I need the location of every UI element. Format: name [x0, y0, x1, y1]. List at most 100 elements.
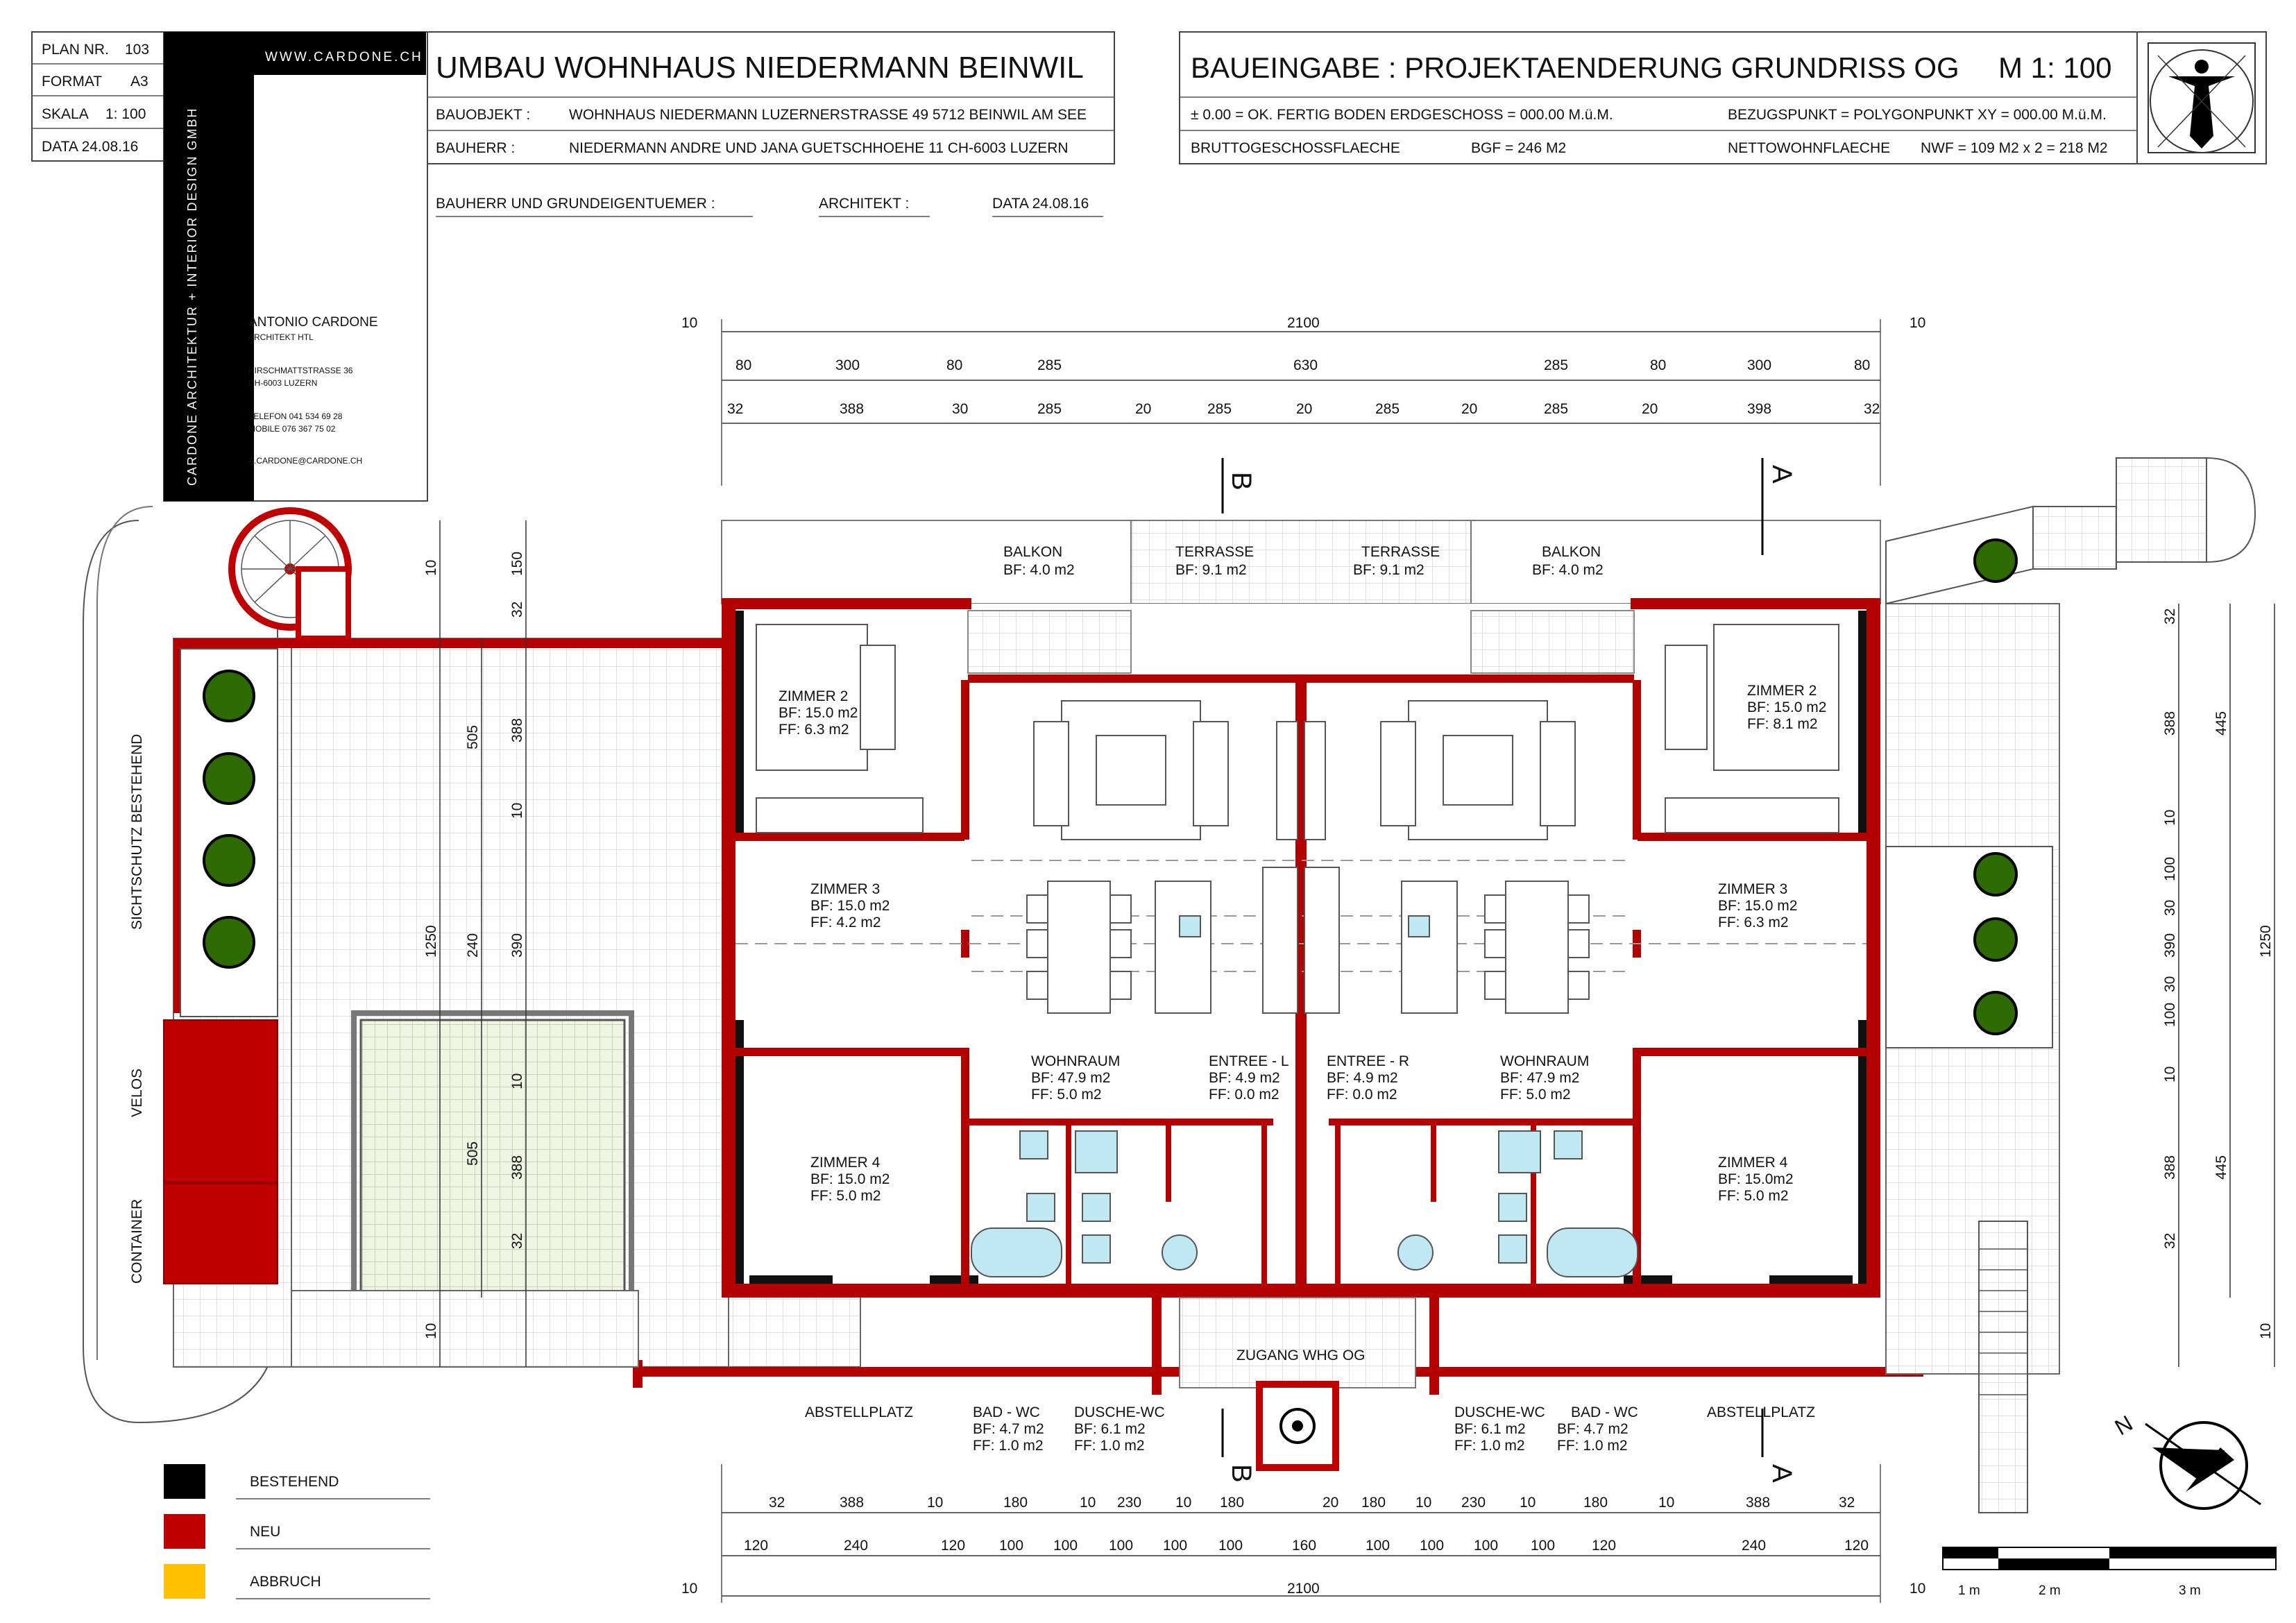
dim-bot-7: 10 [1175, 1495, 1191, 1511]
firm-block: WWW.CARDONE.CH CARDONE ARCHITEKTUR + INT… [163, 31, 428, 502]
room-zimmer2-r-bf: BF: 15.0 m2 [1747, 699, 1826, 715]
dim-left-4: 10 [509, 803, 525, 819]
section-a-bottom: A [1767, 1464, 1797, 1483]
project-block: UMBAU WOHNHAUS NIEDERMANN BEINWIL BAUOBJ… [427, 31, 1115, 217]
room-entree-r: ENTREE - R [1327, 1053, 1409, 1069]
dim-top-5: 630 [1293, 357, 1318, 373]
dim-right2-3: 445 [2213, 1155, 2229, 1180]
dim-top-6: 285 [1544, 357, 1568, 373]
firm-url[interactable]: WWW.CARDONE.CH [265, 50, 423, 65]
dim-top-7: 80 [1650, 357, 1666, 373]
dim-right-5: 30 [2162, 900, 2178, 916]
room-wohnraum-r-ff: FF: 5.0 m2 [1500, 1087, 1571, 1103]
firm-city: CH-6003 LUZERN [248, 378, 317, 388]
room-zimmer2-l-ff: FF: 6.3 m2 [779, 722, 849, 738]
firm-street: HIRSCHMATTSTRASSE 36 [248, 366, 353, 375]
room-zimmer2-l-bf: BF: 15.0 m2 [779, 705, 858, 721]
room-zimmer2-r-ff: FF: 8.1 m2 [1747, 716, 1818, 732]
dim-left-5: 390 [509, 933, 525, 958]
bauherr-value: NIEDERMANN ANDRE UND JANA GUETSCHHOEHE 1… [569, 140, 1069, 156]
room-wohnraum-l: WOHNRAUM [1031, 1053, 1120, 1069]
room-bad-l-ff: FF: 1.0 m2 [973, 1438, 1044, 1454]
room-abstellplatz-r: ABSTELLPLATZ [1707, 1404, 1815, 1420]
dim-right-9: 10 [2162, 1067, 2178, 1082]
dim-bot-total-r: 10 [1910, 1581, 1925, 1597]
green-tiled-area [359, 1019, 626, 1299]
firm-title: ARCHITEKT HTL [248, 332, 314, 342]
dim-left-extra-2: 505 [465, 725, 481, 749]
room-zimmer4-l-bf: BF: 15.0 m2 [810, 1171, 890, 1187]
label-container: CONTAINER [129, 1199, 145, 1284]
firm-email[interactable]: A.CARDONE@CARDONE.CH [248, 456, 362, 466]
dim-top-1: 80 [735, 357, 751, 373]
sign-date: DATA 24.08.16 [992, 196, 1089, 212]
firm-phone: TELEFON 041 534 69 28 [248, 411, 343, 421]
level-reference: ± 0.00 = OK. FERTIG BODEN ERDGESCHOSS = … [1191, 107, 1613, 123]
dim-bot2-10: 100 [1366, 1538, 1390, 1554]
legend-abbruch: ABBRUCH [250, 1574, 321, 1590]
dim-left-extra-4: 505 [465, 1141, 481, 1166]
room-zimmer3-r-ff: FF: 6.3 m2 [1718, 915, 1789, 931]
bgf-label: BRUTTOGESCHOSSFLAECHE [1191, 140, 1400, 156]
room-wohnraum-l-ff: FF: 5.0 m2 [1031, 1087, 1102, 1103]
dim-right-1: 32 [2162, 609, 2178, 624]
dim-top2-8: 285 [1375, 401, 1400, 417]
dim-bot-16: 388 [1746, 1495, 1770, 1511]
room-bad-l-bf: BF: 4.7 m2 [973, 1421, 1044, 1437]
bauobjekt-label: BAUOBJEKT : [436, 107, 530, 123]
room-zimmer2-l: ZIMMER 2 [779, 688, 848, 704]
dim-bot-total: 2100 [1287, 1581, 1320, 1597]
legend-swatch-bestehend [164, 1464, 205, 1499]
dim-left-extra-1: 150 [509, 552, 525, 576]
room-zimmer3-l-bf: BF: 15.0 m2 [810, 898, 890, 914]
legend-neu: NEU [250, 1524, 280, 1540]
room-dusche-l: DUSCHE-WC [1074, 1404, 1165, 1420]
room-bad-r-ff: FF: 1.0 m2 [1557, 1438, 1628, 1454]
dim-top2-13: 32 [1864, 401, 1880, 417]
room-zimmer4-r: ZIMMER 4 [1718, 1155, 1788, 1171]
dim-bot-6: 230 [1117, 1495, 1141, 1511]
dim-left-9: 10 [423, 1323, 439, 1339]
legend: BESTEHEND NEU ABBRUCH [164, 1464, 430, 1599]
scale-2m: 2 m [2039, 1583, 2061, 1598]
dim-bot-15: 10 [1658, 1495, 1674, 1511]
scale-1m: 1 m [1958, 1583, 1980, 1598]
dim-bot2-4: 100 [999, 1538, 1023, 1554]
room-bad-r: BAD - WC [1571, 1404, 1638, 1420]
sign-owner: BAUHERR UND GRUNDEIGENTUEMER : [436, 196, 715, 212]
plan-date: DATA 24.08.16 [42, 139, 138, 155]
dimensions-right: 32 388 10 100 30 390 30 100 10 388 32 10… [2162, 604, 2275, 1367]
dim-top-total-r: 10 [1910, 315, 1925, 331]
dim-bot2-1: 120 [744, 1538, 768, 1554]
tree-icon [203, 538, 2018, 1035]
room-zimmer3-r-bf: BF: 15.0 m2 [1718, 898, 1797, 914]
dim-top2-12: 398 [1747, 401, 1771, 417]
dim-bot2-14: 120 [1592, 1538, 1616, 1554]
room-entree-r-bf: BF: 4.9 m2 [1327, 1070, 1398, 1086]
dim-bot-5: 10 [1080, 1495, 1096, 1511]
room-bad-l: BAD - WC [973, 1404, 1040, 1420]
room-wohnraum-r: WOHNRAUM [1500, 1053, 1589, 1069]
dim-bot2-13: 100 [1531, 1538, 1555, 1554]
dim-top-total-l: 10 [681, 315, 697, 331]
dim-left-extra-3: 240 [465, 933, 481, 958]
project-title: UMBAU WOHNHAUS NIEDERMANN BEINWIL [436, 51, 1084, 85]
dim-top2-11: 20 [1642, 401, 1658, 417]
dim-top2-3: 30 [952, 401, 968, 417]
dim-top2-2: 388 [840, 401, 864, 417]
dim-bot2-6: 100 [1109, 1538, 1133, 1554]
dim-left-6: 10 [509, 1073, 525, 1089]
dimensions-left: 10 32 388 10 390 10 388 32 10 150 505 24… [423, 520, 527, 1367]
dim-bot-8: 180 [1220, 1495, 1244, 1511]
header-scale: M 1: 100 [1998, 51, 2111, 84]
dim-bot-10: 180 [1361, 1495, 1386, 1511]
dim-left-8: 32 [509, 1233, 525, 1249]
dim-bot2-3: 120 [941, 1538, 965, 1554]
legend-swatch-neu [164, 1514, 205, 1549]
polygon-reference: BEZUGSPUNKT = POLYGONPUNKT XY = 000.00 M… [1728, 107, 2107, 123]
velos-area [163, 1019, 278, 1284]
north-label: N [2111, 1411, 2137, 1441]
dim-right-8: 100 [2162, 1003, 2178, 1027]
dim-bot-12: 230 [1461, 1495, 1486, 1511]
dim-top2-9: 20 [1461, 401, 1477, 417]
